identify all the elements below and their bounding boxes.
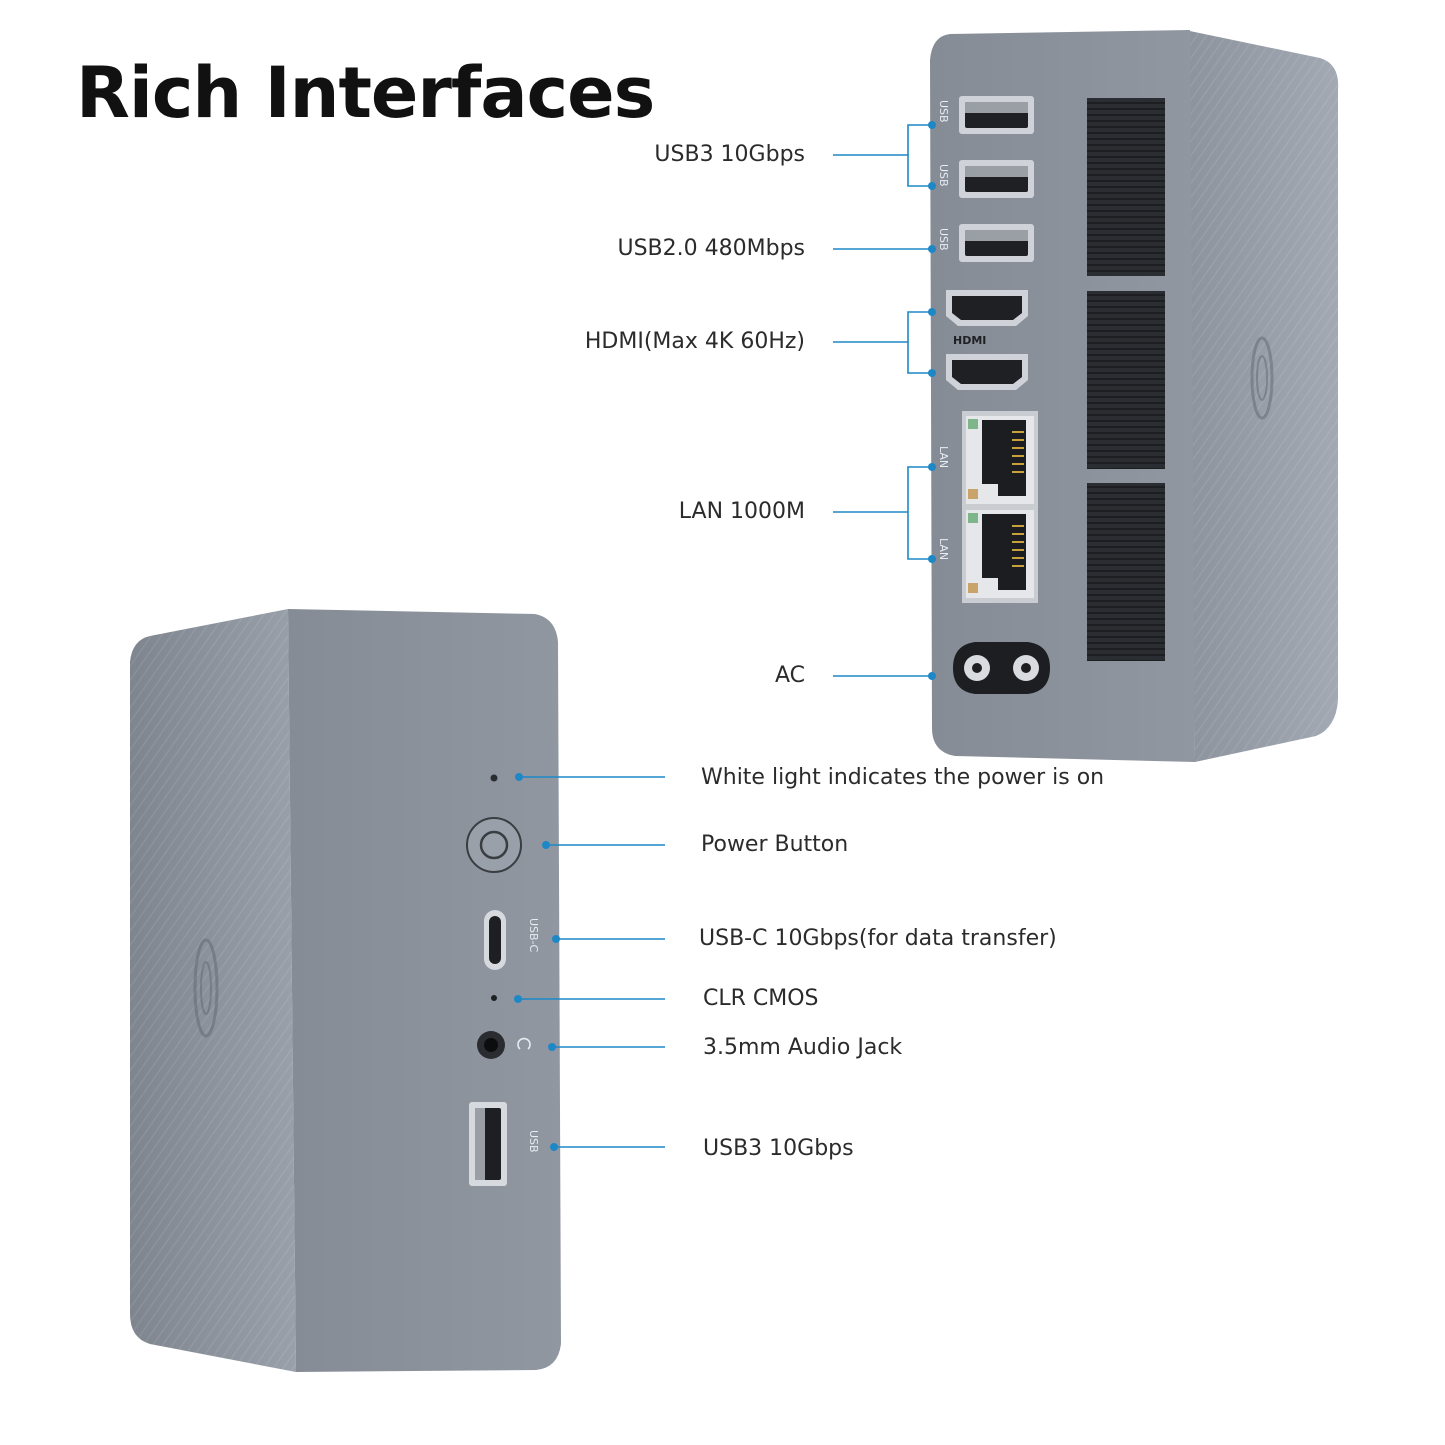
- usb-c-mark: USB-C: [527, 918, 540, 953]
- label-usb2-rear: USB2.0 480Mbps: [617, 236, 805, 261]
- usb-mark: USB: [527, 1130, 540, 1153]
- label-hdmi: HDMI(Max 4K 60Hz): [584, 329, 805, 354]
- front-device: USB-C USB: [130, 609, 561, 1372]
- usb-mark: USB: [937, 228, 950, 251]
- usb-mark: USB: [937, 100, 950, 123]
- hdmi-logo-mark: HDMI: [953, 334, 986, 347]
- label-usb3-rear: USB3 10Gbps: [654, 142, 805, 167]
- hdmi-port-icon: [946, 354, 1028, 390]
- label-lan: LAN 1000M: [678, 499, 805, 524]
- hdmi-port-icon: [946, 290, 1028, 326]
- usb-c-port-icon: [484, 910, 506, 970]
- label-usb-c: USB-C 10Gbps(for data transfer): [699, 926, 1057, 951]
- front-callout-lines: [518, 776, 665, 1148]
- power-button-icon: [466, 817, 522, 873]
- rear-callout-lines: [833, 124, 932, 677]
- vent-grille: [1087, 483, 1165, 661]
- front-callout-dots: [514, 773, 560, 1151]
- label-usb3-front: USB3 10Gbps: [703, 1136, 854, 1161]
- usb-port-icon: [959, 224, 1034, 262]
- ac-inlet-icon: [953, 642, 1050, 694]
- usb-port-icon: [469, 1102, 507, 1186]
- label-clr-cmos: CLR CMOS: [703, 986, 819, 1011]
- power-led-icon: [490, 774, 498, 782]
- rear-callout-dots: [928, 121, 936, 680]
- vent-grille: [1087, 291, 1165, 469]
- front-device-face: [288, 609, 561, 1372]
- usb-port-icon: [959, 96, 1034, 134]
- brand-logo-icon: [1250, 336, 1274, 420]
- usb-port-icon: [959, 160, 1034, 198]
- lan-port-icon: [962, 411, 1038, 603]
- brand-logo-icon: [193, 938, 219, 1038]
- usb-mark: USB: [937, 164, 950, 187]
- page-title: Rich Interfaces: [76, 52, 655, 134]
- lan-mark: LAN: [937, 446, 950, 468]
- label-power-button: Power Button: [701, 832, 849, 857]
- label-ac: AC: [774, 663, 805, 688]
- label-audio-jack: 3.5mm Audio Jack: [703, 1035, 903, 1060]
- rear-device: USB USB USB HDMI: [930, 30, 1339, 762]
- vent-grille: [1087, 98, 1165, 276]
- lan-mark: LAN: [937, 538, 950, 560]
- clr-cmos-hole-icon: [491, 995, 497, 1001]
- label-power-light: White light indicates the power is on: [701, 765, 1105, 790]
- audio-jack-icon: [477, 1031, 505, 1059]
- headphone-icon: [517, 1037, 531, 1050]
